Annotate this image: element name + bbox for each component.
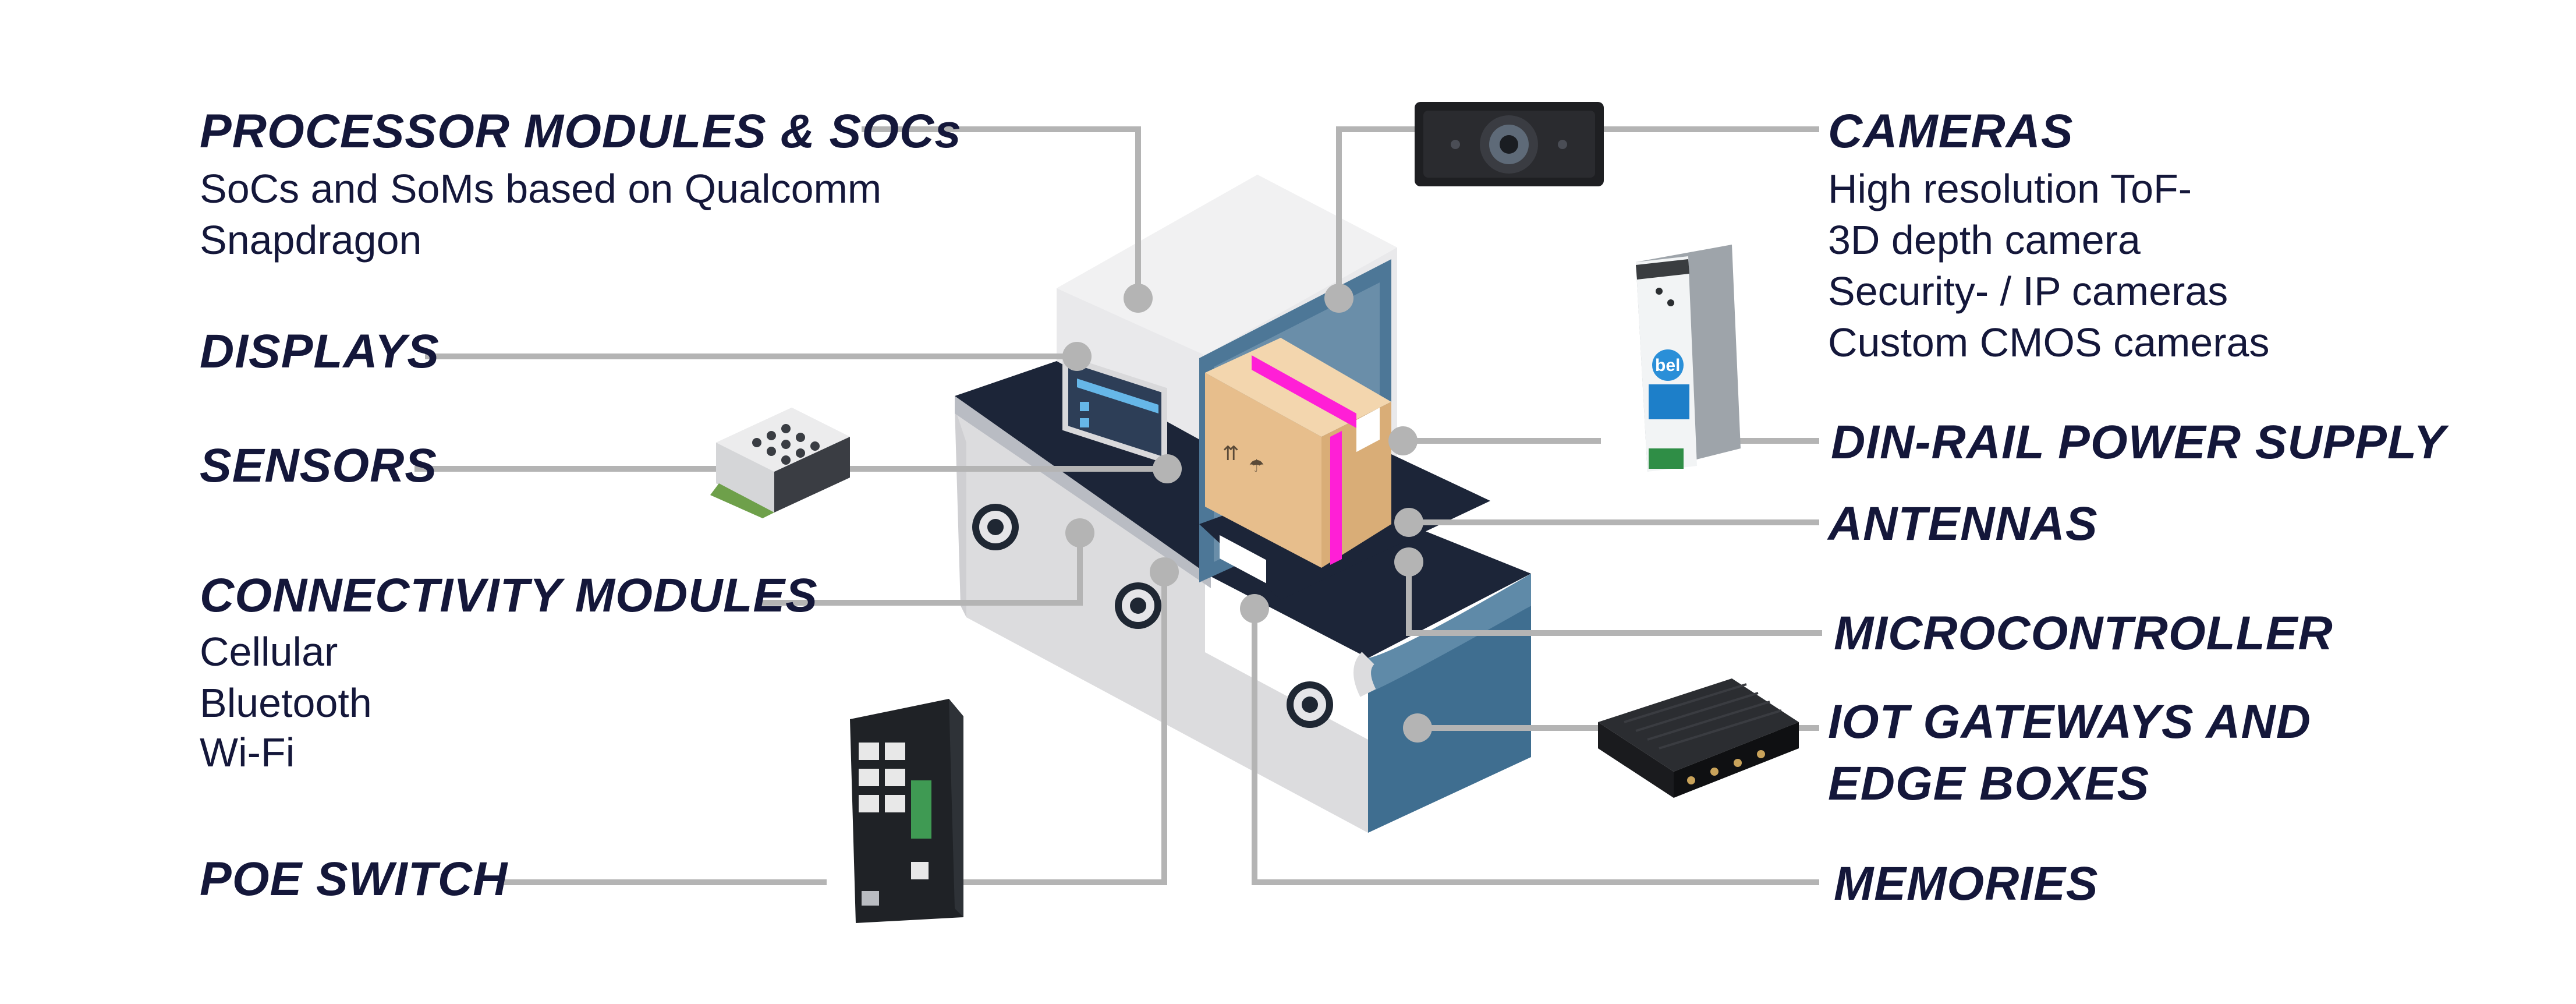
desc-cameras-line2: 3D depth camera	[1828, 217, 2141, 263]
power-supply-icon: bel	[1636, 245, 1741, 472]
label-poe-switch: POE SWITCH	[200, 853, 508, 906]
desc-cameras-line3: Security- / IP cameras	[1828, 268, 2228, 314]
label-iot-gateways: IOT GATEWAYS AND	[1828, 695, 2311, 748]
desc-connectivity-cellular: Cellular	[200, 629, 338, 674]
label-edge-boxes: EDGE BOXES	[1828, 757, 2150, 810]
poe-switch-icon	[850, 699, 963, 923]
label-memories: MEMORIES	[1834, 857, 2099, 910]
sensor-icon	[710, 408, 850, 518]
label-din-rail-power-supply: DIN-RAIL POWER SUPPLY	[1831, 416, 2446, 469]
roller-icon	[1115, 582, 1161, 629]
label-connectivity-modules: CONNECTIVITY MODULES	[200, 569, 818, 622]
leader-dots	[1062, 284, 1432, 743]
desc-processor-line1: SoCs and SoMs based on Qualcomm	[200, 166, 882, 211]
label-antennas: ANTENNAS	[1828, 497, 2098, 550]
label-microcontroller: MICROCONTROLLER	[1834, 607, 2333, 660]
desc-connectivity-bluetooth: Bluetooth	[200, 680, 372, 726]
svg-text:⇈: ⇈	[1223, 443, 1239, 465]
desc-cameras-line1: High resolution ToF-	[1828, 166, 2192, 211]
desc-processor-line2: Snapdragon	[200, 217, 422, 263]
svg-text:bel: bel	[1655, 356, 1680, 375]
label-cameras: CAMERAS	[1828, 105, 2074, 158]
label-processor-modules: PROCESSOR MODULES & SOCs	[200, 105, 962, 158]
display-panel-icon	[1062, 354, 1167, 464]
camera-icon	[1415, 102, 1604, 186]
label-displays: DISPLAYS	[200, 325, 440, 378]
desc-cameras-line4: Custom CMOS cameras	[1828, 320, 2270, 365]
svg-text:☂: ☂	[1249, 457, 1264, 476]
desc-connectivity-wifi: Wi-Fi	[200, 730, 295, 775]
gateway-icon	[1598, 678, 1799, 798]
package-box-icon: ⇈ ☂	[1205, 338, 1391, 584]
roller-icon	[1287, 681, 1333, 728]
roller-icon	[972, 504, 1019, 550]
label-sensors: SENSORS	[200, 439, 437, 492]
